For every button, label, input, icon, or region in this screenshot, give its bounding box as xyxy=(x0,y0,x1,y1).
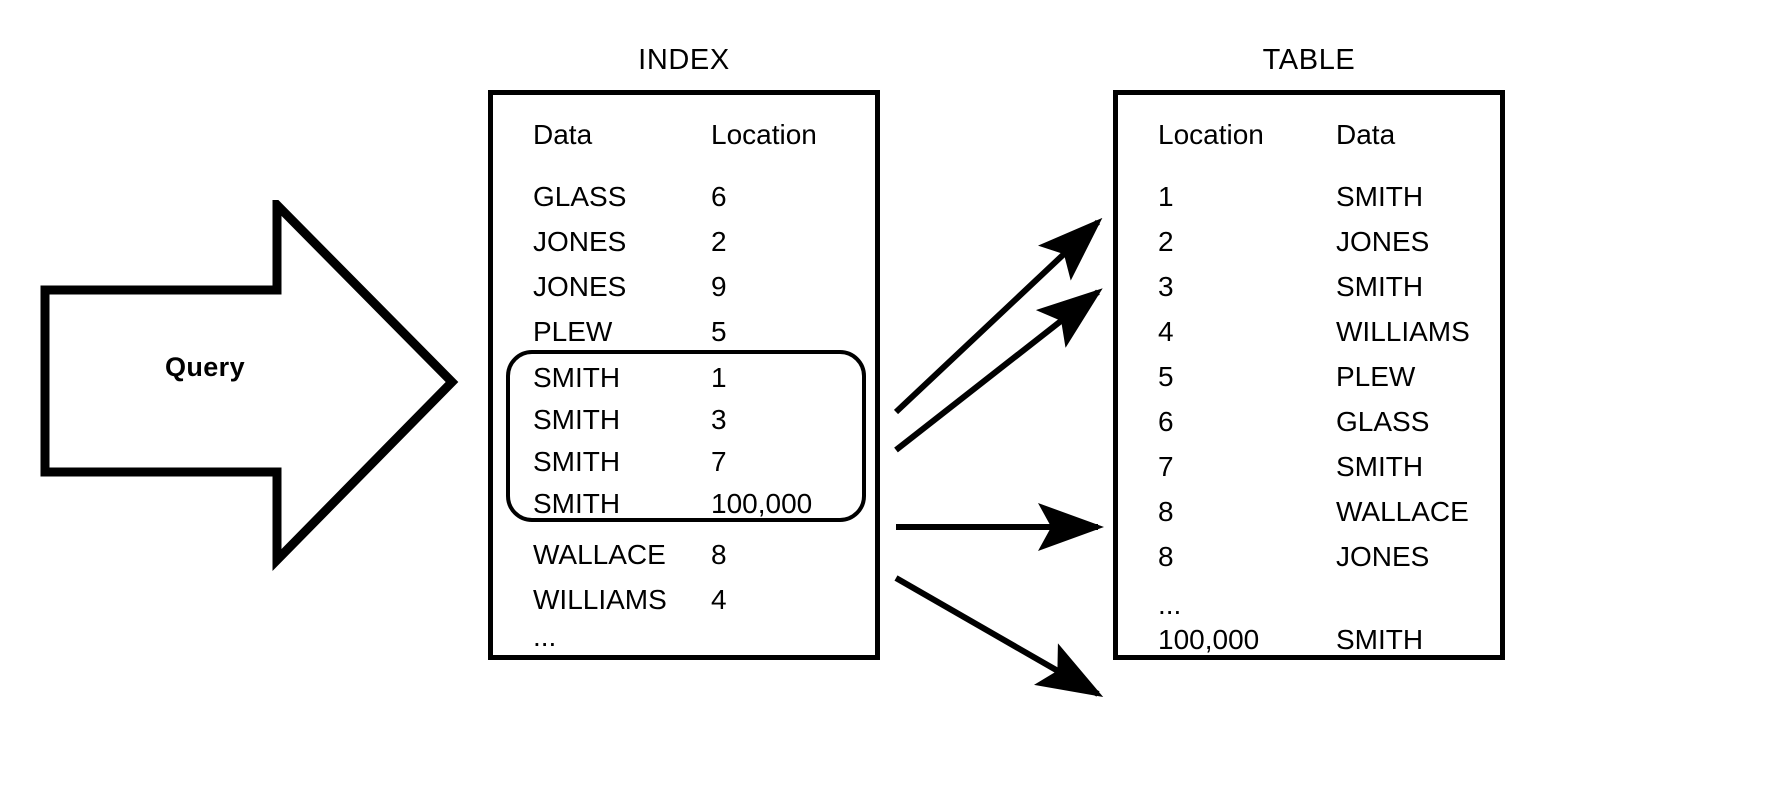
index-cell-location: 5 xyxy=(711,316,727,347)
table-row: 5 PLEW xyxy=(1118,357,1500,396)
table-row: 1 SMITH xyxy=(1118,177,1500,216)
query-arrow xyxy=(40,194,460,590)
table-col-header-location: Location xyxy=(1158,119,1264,150)
index-cell-data: SMITH xyxy=(533,362,621,393)
table-cell-data: WILLIAMS xyxy=(1336,316,1470,347)
table-cell-location: 1 xyxy=(1158,181,1174,212)
index-header-row: Data Location xyxy=(493,115,875,154)
index-cell-data: WILLIAMS xyxy=(533,584,667,615)
table-cell-location: 6 xyxy=(1158,406,1174,437)
table-row: 4 WILLIAMS xyxy=(1118,312,1500,351)
table-rows: Location Data 1 SMITH 2 JONES 3 SMITH 4 … xyxy=(1118,95,1500,655)
index-row-highlighted: SMITH 100,000 xyxy=(493,484,875,523)
table-cell-data: WALLACE xyxy=(1336,496,1469,527)
table-cell-data: JONES xyxy=(1336,541,1430,572)
index-cell-data: SMITH xyxy=(533,488,621,519)
index-row: PLEW 5 xyxy=(493,312,875,351)
table-row: 8 JONES xyxy=(1118,537,1500,576)
index-cell-location: 4 xyxy=(711,584,727,615)
table-panel-title: TABLE xyxy=(1262,44,1356,76)
table-cell-data: SMITH xyxy=(1336,181,1424,212)
index-col-header-location: Location xyxy=(711,119,817,150)
table-cell-location: 8 xyxy=(1158,541,1174,572)
index-rows: Data Location GLASS 6 JONES 2 JONES 9 PL… xyxy=(493,95,875,655)
table-cell-data: SMITH xyxy=(1336,624,1424,655)
index-cell-location: 3 xyxy=(711,404,727,435)
arrow-to-location-100000 xyxy=(894,575,1104,697)
index-row: JONES 9 xyxy=(493,267,875,306)
table-cell-location: 3 xyxy=(1158,271,1174,302)
table-cell-location: 8 xyxy=(1158,496,1174,527)
right-arrow-block-icon xyxy=(40,194,459,571)
table-header-row: Location Data xyxy=(1118,115,1500,154)
arrow-to-location-3 xyxy=(894,288,1103,453)
table-cell-data: PLEW xyxy=(1336,361,1416,392)
table-row: 7 SMITH xyxy=(1118,447,1500,486)
index-cell-data: JONES xyxy=(533,271,627,302)
index-row-highlighted: SMITH 3 xyxy=(493,400,875,439)
index-row: JONES 2 xyxy=(493,222,875,261)
index-row: WALLACE 8 xyxy=(493,535,875,574)
index-cell-data: SMITH xyxy=(533,404,621,435)
index-row-ellipsis: ... xyxy=(493,617,875,656)
index-row-highlighted: SMITH 1 xyxy=(493,358,875,397)
table-row: 100,000 SMITH xyxy=(1118,620,1500,659)
table-row: 3 SMITH xyxy=(1118,267,1500,306)
table-cell-data: JONES xyxy=(1336,226,1430,257)
index-cell-location: 1 xyxy=(711,362,727,393)
index-cell-location: 100,000 xyxy=(711,488,813,519)
table-row: 8 WALLACE xyxy=(1118,492,1500,531)
index-cell-data: WALLACE xyxy=(533,539,666,570)
index-row-highlighted: SMITH 7 xyxy=(493,442,875,481)
table-row: 2 JONES xyxy=(1118,222,1500,261)
index-cell-location: 2 xyxy=(711,226,727,257)
table-row: 6 GLASS xyxy=(1118,402,1500,441)
index-cell-location: 7 xyxy=(711,446,727,477)
table-cell-location: ... xyxy=(1158,589,1182,620)
index-cell-location: 9 xyxy=(711,271,727,302)
arrow-to-location-1 xyxy=(893,217,1103,415)
table-col-header-data: Data xyxy=(1336,119,1396,150)
index-panel: Data Location GLASS 6 JONES 2 JONES 9 PL… xyxy=(488,90,880,660)
table-cell-location: 2 xyxy=(1158,226,1174,257)
query-label: Query xyxy=(164,352,246,382)
index-col-header-data: Data xyxy=(533,119,593,150)
index-cell-location: 6 xyxy=(711,181,727,212)
index-cell-data: ... xyxy=(533,621,557,652)
table-cell-location: 7 xyxy=(1158,451,1174,482)
index-row: WILLIAMS 4 xyxy=(493,580,875,619)
index-cell-location: 8 xyxy=(711,539,727,570)
index-cell-data: JONES xyxy=(533,226,627,257)
index-cell-data: GLASS xyxy=(533,181,627,212)
table-cell-data: SMITH xyxy=(1336,271,1424,302)
table-cell-data: GLASS xyxy=(1336,406,1430,437)
index-row: GLASS 6 xyxy=(493,177,875,216)
table-cell-location: 100,000 xyxy=(1158,624,1260,655)
table-cell-location: 5 xyxy=(1158,361,1174,392)
table-cell-location: 4 xyxy=(1158,316,1174,347)
index-cell-data: SMITH xyxy=(533,446,621,477)
table-panel: Location Data 1 SMITH 2 JONES 3 SMITH 4 … xyxy=(1113,90,1505,660)
index-cell-data: PLEW xyxy=(533,316,613,347)
table-cell-data: SMITH xyxy=(1336,451,1424,482)
index-panel-title: INDEX xyxy=(638,44,730,76)
table-row-ellipsis: ... xyxy=(1118,585,1500,624)
